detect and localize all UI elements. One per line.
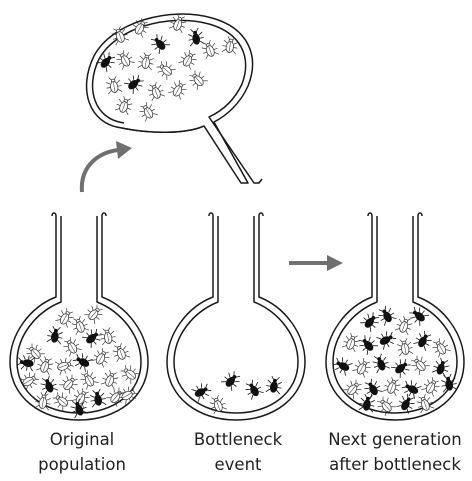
caption-original-line1: Original	[50, 430, 115, 449]
caption-next-line1: Next generation	[328, 430, 461, 449]
caption-bottleneck-line2: event	[215, 455, 263, 474]
curved-arrow-icon	[82, 141, 132, 192]
tipped-flask	[87, 13, 262, 183]
flask-bottleneck-event	[167, 213, 305, 420]
flask-next-generation	[326, 213, 464, 420]
caption-original-line2: population	[38, 455, 126, 474]
caption-next-line2: after bottleneck	[329, 455, 461, 474]
right-arrow-icon	[289, 255, 343, 271]
caption-bottleneck-line1: Bottleneck	[194, 430, 283, 449]
flask-original-population	[10, 213, 148, 420]
